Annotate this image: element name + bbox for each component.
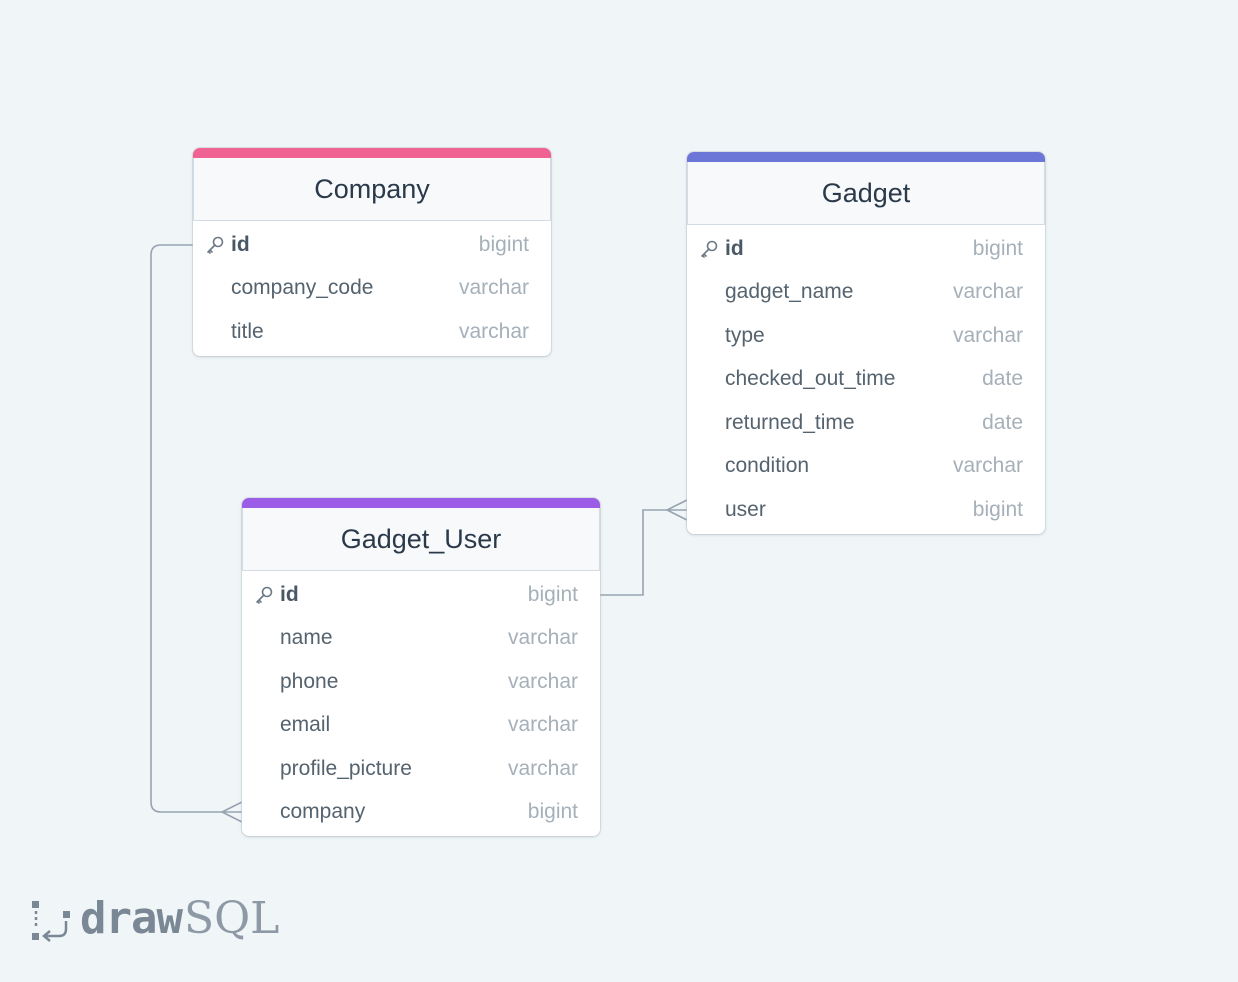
column-name: company_code — [231, 276, 374, 300]
relationship-gadget-user-gadget — [600, 509, 687, 596]
column-type: varchar — [458, 276, 529, 300]
logo-text-draw: draw — [80, 893, 183, 944]
column-name: phone — [280, 669, 339, 693]
drawsql-logo-icon — [32, 900, 70, 942]
column-type: bigint — [972, 236, 1023, 260]
column-name: id — [725, 236, 744, 260]
column-name: condition — [725, 454, 810, 478]
column-row[interactable]: name varchar — [242, 617, 600, 661]
table-title: Company — [193, 158, 551, 221]
column-row[interactable]: id bigint — [193, 223, 551, 267]
column-row[interactable]: phone varchar — [242, 660, 600, 704]
column-type: bigint — [527, 582, 578, 606]
column-row[interactable]: id bigint — [687, 227, 1045, 271]
column-row[interactable]: gadget_name varchar — [687, 271, 1045, 315]
column-row[interactable]: title varchar — [193, 310, 551, 354]
column-row[interactable]: id bigint — [242, 573, 600, 617]
column-row[interactable]: checked_out_time date — [687, 358, 1045, 402]
column-list: id bigint name varchar phone varchar email varc… — [242, 571, 600, 836]
column-type: varchar — [952, 280, 1023, 304]
column-row[interactable]: user bigint — [687, 488, 1045, 532]
column-type: varchar — [458, 319, 529, 343]
column-type: bigint — [527, 800, 578, 824]
column-type: varchar — [952, 454, 1023, 478]
logo-text-sql: SQL — [183, 893, 280, 944]
column-name: type — [725, 323, 765, 347]
column-name: id — [280, 582, 299, 606]
table-accent-bar — [193, 148, 551, 158]
column-type: bigint — [972, 497, 1023, 521]
column-type: date — [982, 410, 1023, 434]
table-title: Gadget — [687, 162, 1045, 225]
column-type: varchar — [507, 626, 578, 650]
column-name: company — [280, 800, 366, 824]
column-type: varchar — [507, 756, 578, 780]
crowfoot-gadget-user-company — [220, 801, 243, 823]
column-type: date — [982, 367, 1023, 391]
column-name: profile_picture — [280, 756, 412, 780]
column-type: varchar — [507, 713, 578, 737]
column-row[interactable]: email varchar — [242, 704, 600, 748]
key-icon — [701, 240, 718, 258]
column-type: varchar — [952, 323, 1023, 347]
column-row[interactable]: condition varchar — [687, 445, 1045, 489]
column-name: name — [280, 626, 333, 650]
relationship-company-gadget-user — [150, 244, 242, 813]
column-name: gadget_name — [725, 280, 854, 304]
crowfoot-gadget-user — [665, 499, 688, 521]
column-type: varchar — [507, 669, 578, 693]
column-row[interactable]: profile_picture varchar — [242, 747, 600, 791]
column-name: user — [725, 497, 766, 521]
table-title: Gadget_User — [242, 508, 600, 571]
table-accent-bar — [687, 152, 1045, 162]
column-name: returned_time — [725, 410, 855, 434]
table-accent-bar — [242, 498, 600, 508]
column-name: id — [231, 232, 250, 256]
column-row[interactable]: type varchar — [687, 314, 1045, 358]
key-icon — [207, 236, 224, 254]
column-row[interactable]: company bigint — [242, 791, 600, 835]
column-name: title — [231, 319, 264, 343]
table-gadget-user[interactable]: Gadget_User id bigint name varchar phone varc… — [242, 498, 600, 836]
column-row[interactable]: returned_time date — [687, 401, 1045, 445]
column-row[interactable]: company_code varchar — [193, 267, 551, 311]
column-name: checked_out_time — [725, 367, 896, 391]
key-icon — [256, 586, 273, 604]
column-type: bigint — [478, 232, 529, 256]
column-name: email — [280, 713, 331, 737]
drawsql-logo: draw SQL — [30, 893, 279, 944]
